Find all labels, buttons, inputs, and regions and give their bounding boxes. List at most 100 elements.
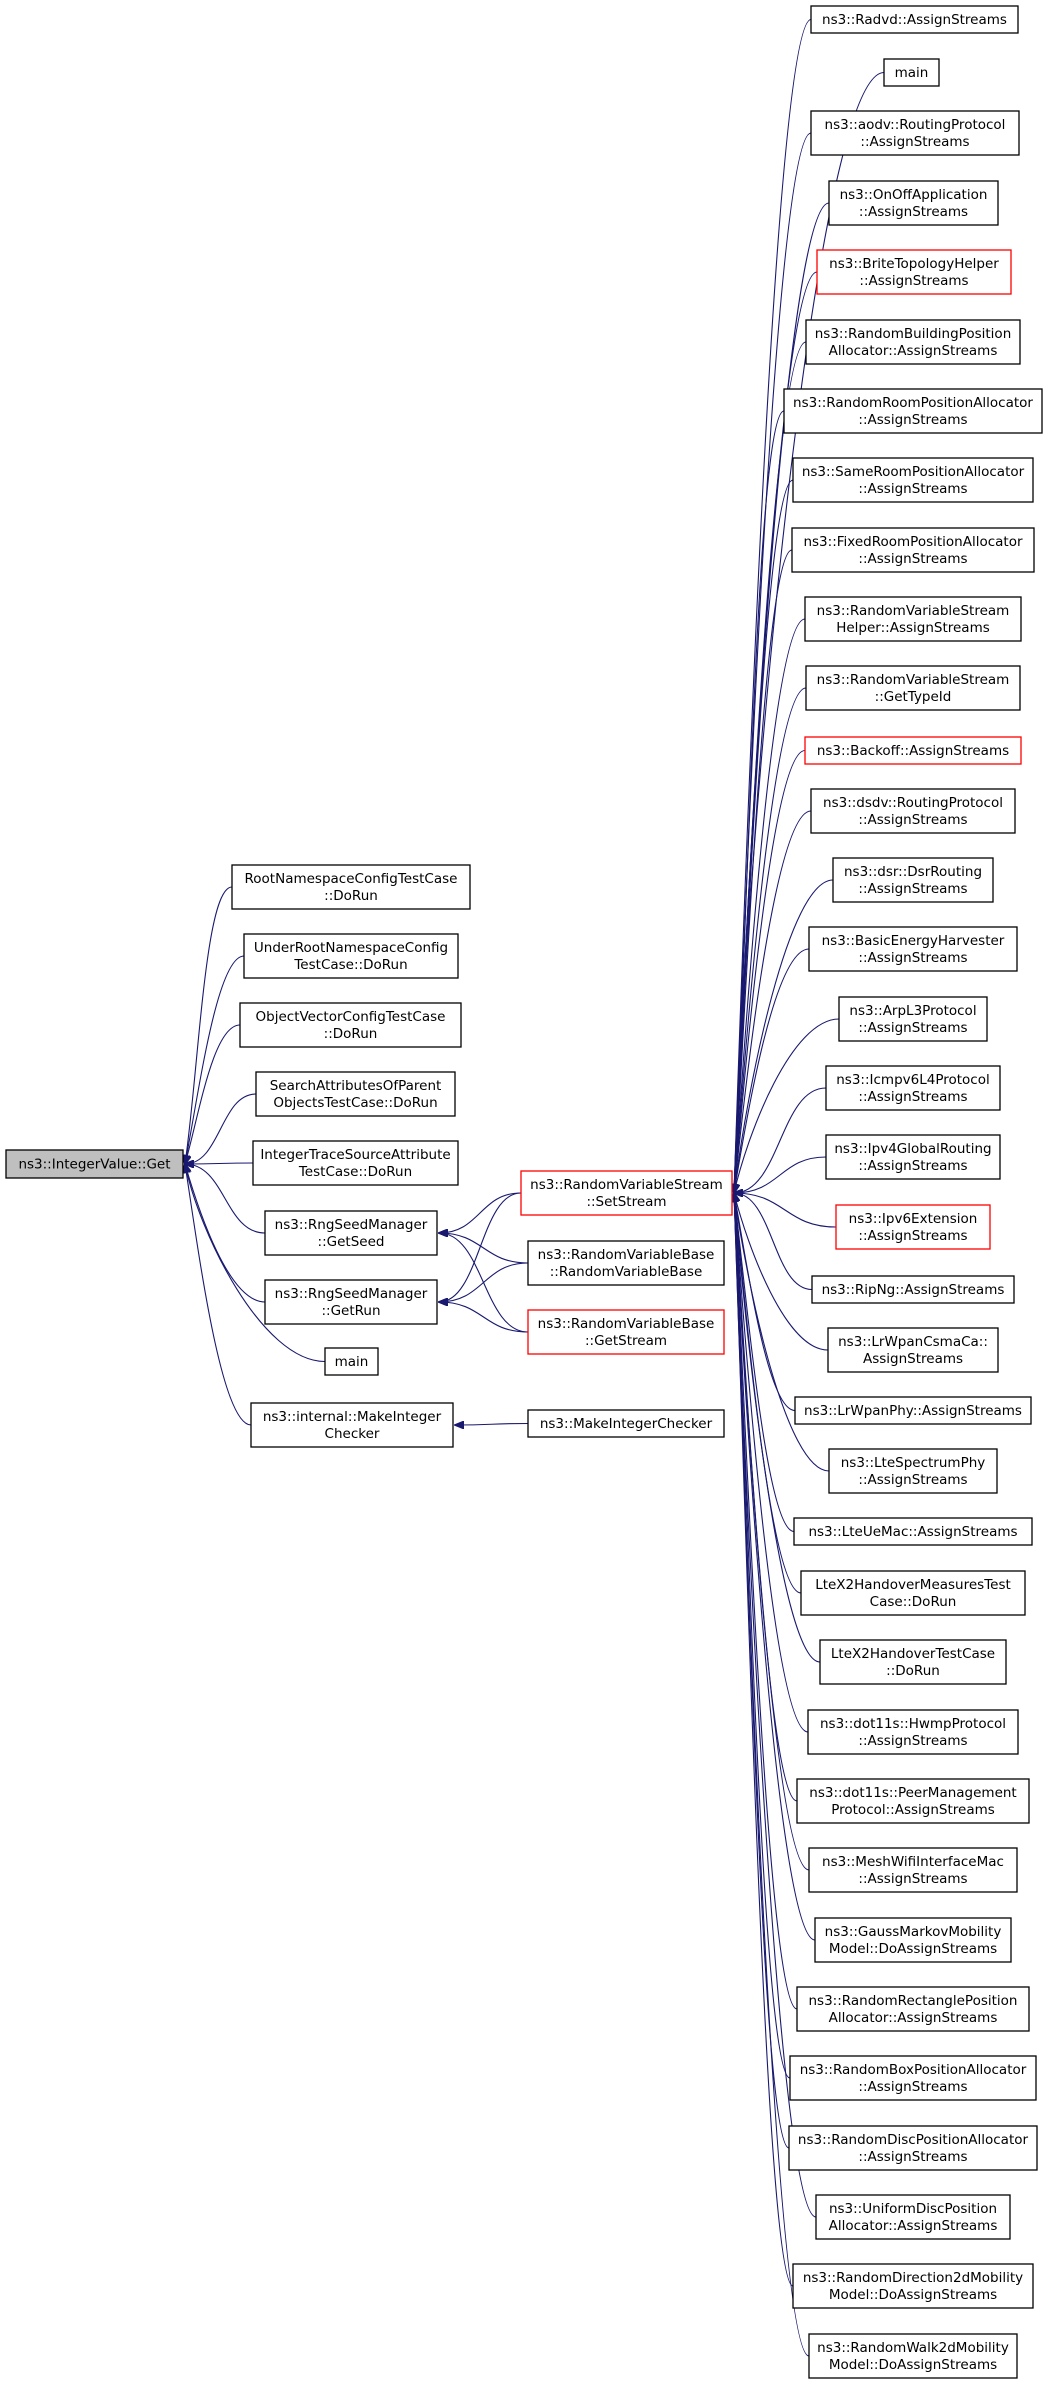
node-box — [810, 5, 1019, 34]
node-label-line: ns3::LrWpanPhy::AssignStreams — [804, 1403, 1022, 1419]
edge-c17-to-setstream — [734, 1087, 827, 1193]
node-c02[interactable]: main — [883, 58, 940, 87]
node-c23[interactable]: ns3::LteSpectrumPhy::AssignStreams — [828, 1448, 998, 1494]
edge-makeintchk-to-root — [185, 1164, 252, 1426]
node-c24[interactable]: ns3::LteUeMac::AssignStreams — [793, 1517, 1033, 1546]
node-c07[interactable]: ns3::RandomRoomPositionAllocator::Assign… — [783, 388, 1043, 434]
node-root[interactable]: ns3::IntegerValue::Get — [5, 1149, 184, 1179]
edge-c11-to-setstream — [734, 687, 807, 1193]
node-c21[interactable]: ns3::LrWpanCsmaCa::AssignStreams — [827, 1327, 999, 1373]
node-label-line: ::DoRun — [324, 1026, 378, 1042]
node-c18[interactable]: ns3::Ipv4GlobalRouting::AssignStreams — [825, 1134, 1001, 1180]
edge-c07-to-setstream — [734, 410, 785, 1193]
node-label-line: main — [335, 1354, 369, 1370]
node-box — [792, 2263, 1034, 2309]
node-c33[interactable]: ns3::RandomDiscPositionAllocator::Assign… — [788, 2125, 1038, 2171]
node-c08[interactable]: ns3::SameRoomPositionAllocator::AssignSt… — [792, 457, 1034, 503]
node-label-line: ::AssignStreams — [858, 1020, 967, 1036]
node-c04[interactable]: ns3::OnOffApplication::AssignStreams — [828, 180, 999, 226]
node-c12[interactable]: ns3::Backoff::AssignStreams — [804, 736, 1022, 765]
node-c26[interactable]: LteX2HandoverTestCase::DoRun — [819, 1639, 1007, 1685]
node-label-line: ::GetTypeId — [875, 689, 952, 705]
node-box — [255, 1071, 456, 1117]
node-inttrace[interactable]: IntegerTraceSourceAttributeTestCase::DoR… — [252, 1140, 459, 1186]
node-c13[interactable]: ns3::dsdv::RoutingProtocol::AssignStream… — [810, 788, 1016, 834]
node-label-line: ns3::Radvd::AssignStreams — [822, 12, 1007, 28]
node-c20[interactable]: ns3::RipNg::AssignStreams — [811, 1275, 1015, 1304]
node-label-line: ::AssignStreams — [858, 950, 967, 966]
node-label-line: ns3::dsr::DsrRouting — [844, 864, 982, 880]
node-box — [819, 1639, 1007, 1685]
node-label-line: ::AssignStreams — [858, 812, 967, 828]
node-searchattr[interactable]: SearchAttributesOfParentObjectsTestCase:… — [255, 1071, 456, 1117]
node-label-line: ns3::dot11s::PeerManagement — [809, 1785, 1016, 1801]
node-label-line: ns3::RandomDiscPositionAllocator — [798, 2132, 1029, 2148]
node-box — [239, 1002, 462, 1048]
node-label-line: ::AssignStreams — [858, 881, 967, 897]
node-label-line: ns3::MakeIntegerChecker — [540, 1416, 713, 1432]
node-c34[interactable]: ns3::UniformDiscPositionAllocator::Assig… — [815, 2194, 1011, 2240]
node-c28[interactable]: ns3::dot11s::PeerManagementProtocol::Ass… — [796, 1778, 1030, 1824]
node-label-line: ns3::aodv::RoutingProtocol — [825, 117, 1006, 133]
node-getrun[interactable]: ns3::RngSeedManager::GetRun — [264, 1279, 438, 1325]
node-label-line: ns3::Ipv4GlobalRouting — [834, 1141, 991, 1157]
node-label-line: ObjectsTestCase::DoRun — [273, 1095, 437, 1111]
node-c15[interactable]: ns3::BasicEnergyHarvester::AssignStreams — [808, 926, 1018, 972]
edge-c08-to-setstream — [734, 479, 794, 1193]
node-box — [808, 1847, 1018, 1893]
edge-c21-to-setstream — [734, 1193, 829, 1351]
node-objvec[interactable]: ObjectVectorConfigTestCase::DoRun — [239, 1002, 462, 1048]
node-c29[interactable]: ns3::MeshWifiInterfaceMac::AssignStreams — [808, 1847, 1018, 1893]
edge-rvbgetstream-to-getrun — [439, 1302, 529, 1333]
node-c16[interactable]: ns3::ArpL3Protocol::AssignStreams — [838, 996, 988, 1042]
node-getseed[interactable]: ns3::RngSeedManager::GetSeed — [264, 1210, 438, 1256]
node-c31[interactable]: ns3::RandomRectanglePositionAllocator::A… — [796, 1986, 1030, 2032]
node-c27[interactable]: ns3::dot11s::HwmpProtocol::AssignStreams — [807, 1709, 1019, 1755]
node-rvbgetstream[interactable]: ns3::RandomVariableBase::GetStream — [527, 1309, 725, 1355]
node-box — [814, 1917, 1012, 1963]
node-c05[interactable]: ns3::BriteTopologyHelper::AssignStreams — [816, 249, 1012, 295]
edge-c01-to-setstream — [734, 18, 812, 1194]
node-label-line: ::AssignStreams — [859, 204, 968, 220]
node-box — [264, 1279, 438, 1325]
edge-setstream-to-getseed — [439, 1192, 522, 1233]
edge-rvbctor-to-getseed — [439, 1233, 529, 1264]
node-c17[interactable]: ns3::Icmpv6L4Protocol::AssignStreams — [825, 1065, 1001, 1111]
node-c10[interactable]: ns3::RandomVariableStreamHelper::AssignS… — [804, 596, 1022, 642]
node-label-line: ns3::SameRoomPositionAllocator — [802, 464, 1025, 480]
node-label-line: ns3::OnOffApplication — [840, 187, 988, 203]
node-main1[interactable]: main — [324, 1347, 379, 1376]
node-rootns[interactable]: RootNamespaceConfigTestCase::DoRun — [231, 864, 471, 910]
edge-c24-to-setstream — [734, 1193, 795, 1533]
node-c19[interactable]: ns3::Ipv6Extension::AssignStreams — [835, 1204, 991, 1250]
node-label-line: SearchAttributesOfParent — [270, 1078, 442, 1094]
node-box — [793, 1517, 1033, 1546]
node-setstream[interactable]: ns3::RandomVariableStream::SetStream — [520, 1170, 733, 1216]
node-label-line: ns3::IntegerValue::Get — [18, 1157, 170, 1173]
edges-layer — [185, 18, 885, 2357]
node-c01[interactable]: ns3::Radvd::AssignStreams — [810, 5, 1019, 34]
node-c32[interactable]: ns3::RandomBoxPositionAllocator::AssignS… — [789, 2055, 1037, 2101]
node-makeintchk[interactable]: ns3::internal::MakeIntegerChecker — [250, 1402, 454, 1448]
node-makeintchk2[interactable]: ns3::MakeIntegerChecker — [527, 1409, 725, 1438]
node-c11[interactable]: ns3::RandomVariableStream::GetTypeId — [805, 665, 1021, 711]
node-c36[interactable]: ns3::RandomWalk2dMobilityModel::DoAssign… — [808, 2333, 1018, 2379]
node-rvbctor[interactable]: ns3::RandomVariableBase::RandomVariableB… — [527, 1240, 725, 1286]
node-label-line: ns3::RipNg::AssignStreams — [822, 1282, 1005, 1298]
node-box — [527, 1240, 725, 1286]
node-c14[interactable]: ns3::dsr::DsrRouting::AssignStreams — [832, 857, 994, 903]
node-box — [791, 527, 1035, 573]
node-c06[interactable]: ns3::RandomBuildingPositionAllocator::As… — [805, 319, 1021, 365]
node-c09[interactable]: ns3::FixedRoomPositionAllocator::AssignS… — [791, 527, 1035, 573]
node-c30[interactable]: ns3::GaussMarkovMobilityModel::DoAssignS… — [814, 1917, 1012, 1963]
node-c35[interactable]: ns3::RandomDirection2dMobilityModel::DoA… — [792, 2263, 1034, 2309]
node-label-line: LteX2HandoverTestCase — [831, 1646, 995, 1662]
node-c22[interactable]: ns3::LrWpanPhy::AssignStreams — [794, 1396, 1032, 1425]
node-label-line: TestCase::DoRun — [293, 957, 407, 973]
node-c03[interactable]: ns3::aodv::RoutingProtocol::AssignStream… — [810, 110, 1020, 156]
edge-c31-to-setstream — [734, 1193, 798, 2010]
node-label-line: Checker — [325, 1426, 380, 1442]
edge-setstream-to-getrun — [439, 1192, 522, 1302]
